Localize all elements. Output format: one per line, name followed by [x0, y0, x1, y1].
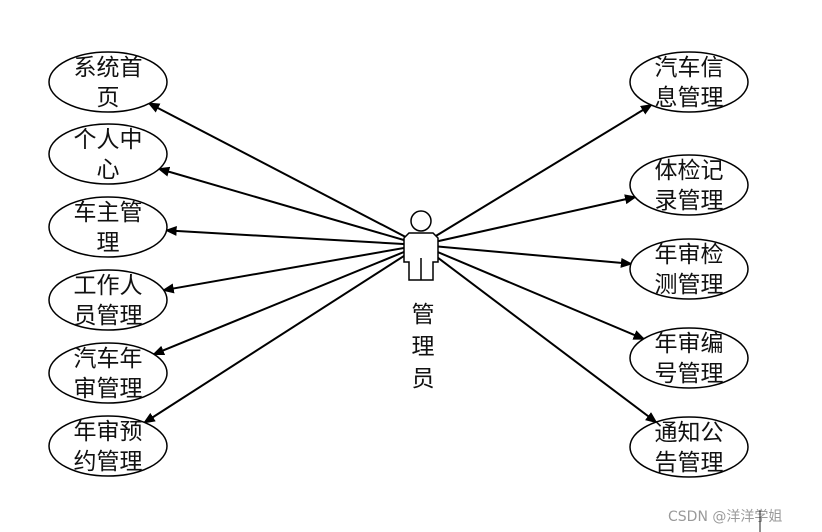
use-case-label-owner-line-1: 车主管: [74, 200, 143, 226]
use-case-label-owner-line-2: 理: [97, 230, 120, 256]
use-case-car-info: 汽车信息管理: [629, 51, 749, 113]
use-case-ellipse: [48, 269, 168, 331]
association-line-left-staff: [161, 244, 422, 294]
association-line-right-annual-number: [420, 244, 646, 340]
use-case-label-annual-review-line-2: 审管理: [74, 376, 143, 402]
use-case-label-inspection-record-line-2: 录管理: [655, 188, 724, 214]
use-case-ellipse: [48, 342, 168, 404]
use-case-ellipse: [48, 196, 168, 258]
use-case-label-annual-number-line-2: 号管理: [655, 361, 724, 387]
use-case-label-staff: 工作人员管理: [74, 273, 143, 329]
association-line-left-profile: [157, 166, 422, 246]
use-case-label-annual-review: 汽车年审管理: [74, 346, 143, 402]
association-line-left-appointment: [142, 244, 422, 424]
actor-label-line-2: 理: [412, 334, 435, 360]
use-case-label-notice-line-1: 通知公: [655, 420, 724, 446]
use-case-ellipse: [48, 123, 168, 185]
actor-body-icon: [403, 232, 439, 281]
use-case-ellipse: [48, 415, 168, 477]
use-case-inspection-record: 体检记录管理: [629, 154, 749, 216]
use-case-label-staff-line-1: 工作人: [74, 273, 143, 299]
use-case-label-appointment-line-2: 约管理: [74, 449, 143, 475]
use-case-label-home-line-2: 页: [97, 85, 120, 111]
association-line-left-owner: [164, 225, 422, 246]
use-case-label-home-line-1: 系统首: [74, 55, 143, 81]
association-lines: [142, 102, 658, 424]
actor-label: 管理员: [412, 302, 435, 392]
use-case-ellipse: [629, 416, 749, 478]
use-case-label-annual-inspection-line-2: 测管理: [655, 272, 724, 298]
use-case-ellipse: [629, 154, 749, 216]
use-case-owner: 车主管理: [48, 196, 168, 258]
use-case-label-car-info-line-1: 汽车信: [655, 55, 724, 81]
association-line-right-annual-inspection: [420, 244, 633, 268]
actor-head-icon: [410, 210, 432, 232]
use-case-label-profile-line-1: 个人中: [74, 127, 143, 153]
use-case-annual-review: 汽车年审管理: [48, 342, 168, 404]
use-case-profile: 个人中心: [48, 123, 168, 185]
actor-admin: 管理员: [403, 210, 439, 392]
use-case-label-inspection-record-line-1: 体检记: [655, 158, 724, 184]
watermark-text: CSDN @洋洋学姐: [668, 509, 782, 525]
use-case-label-car-info: 汽车信息管理: [655, 55, 724, 111]
use-case-label-staff-line-2: 员管理: [74, 303, 143, 329]
use-case-label-appointment: 年审预约管理: [74, 419, 143, 475]
use-case-label-owner: 车主管理: [74, 200, 143, 256]
use-case-label-notice-line-2: 告管理: [655, 450, 724, 476]
actor-label-line-3: 员: [412, 366, 435, 392]
use-case-label-car-info-line-2: 息管理: [655, 85, 724, 111]
use-case-notice: 通知公告管理: [629, 416, 749, 478]
use-case-label-profile-line-2: 心: [97, 157, 120, 183]
association-line-left-home: [147, 102, 422, 246]
use-case-ellipse: [629, 238, 749, 300]
use-case-label-notice: 通知公告管理: [655, 420, 724, 476]
association-line-right-notice: [420, 244, 658, 424]
use-case-label-annual-number-line-1: 年审编: [655, 331, 724, 357]
use-case-staff: 工作人员管理: [48, 269, 168, 331]
use-case-label-annual-inspection-line-1: 年审检: [655, 242, 724, 268]
use-case-label-annual-number: 年审编号管理: [655, 331, 724, 387]
association-line-right-car-info: [420, 103, 653, 246]
use-case-label-annual-inspection: 年审检测管理: [655, 242, 724, 298]
use-case-label-annual-review-line-1: 汽车年: [74, 346, 143, 372]
use-case-label-appointment-line-1: 年审预: [74, 419, 143, 445]
use-case-ellipse: [48, 51, 168, 113]
actor-label-line-1: 管: [412, 302, 435, 328]
use-case-annual-number: 年审编号管理: [629, 327, 749, 389]
use-case-appointment: 年审预约管理: [48, 415, 168, 477]
association-line-left-annual-review: [152, 244, 422, 356]
use-case-label-profile: 个人中心: [74, 127, 143, 183]
use-case-annual-inspection: 年审检测管理: [629, 238, 749, 300]
use-case-label-inspection-record: 体检记录管理: [655, 158, 724, 214]
use-case-ellipse: [629, 327, 749, 389]
use-case-ellipse: [629, 51, 749, 113]
use-case-home: 系统首页: [48, 51, 168, 113]
use-case-label-home: 系统首页: [74, 55, 143, 111]
association-line-right-inspection-record: [420, 194, 637, 246]
